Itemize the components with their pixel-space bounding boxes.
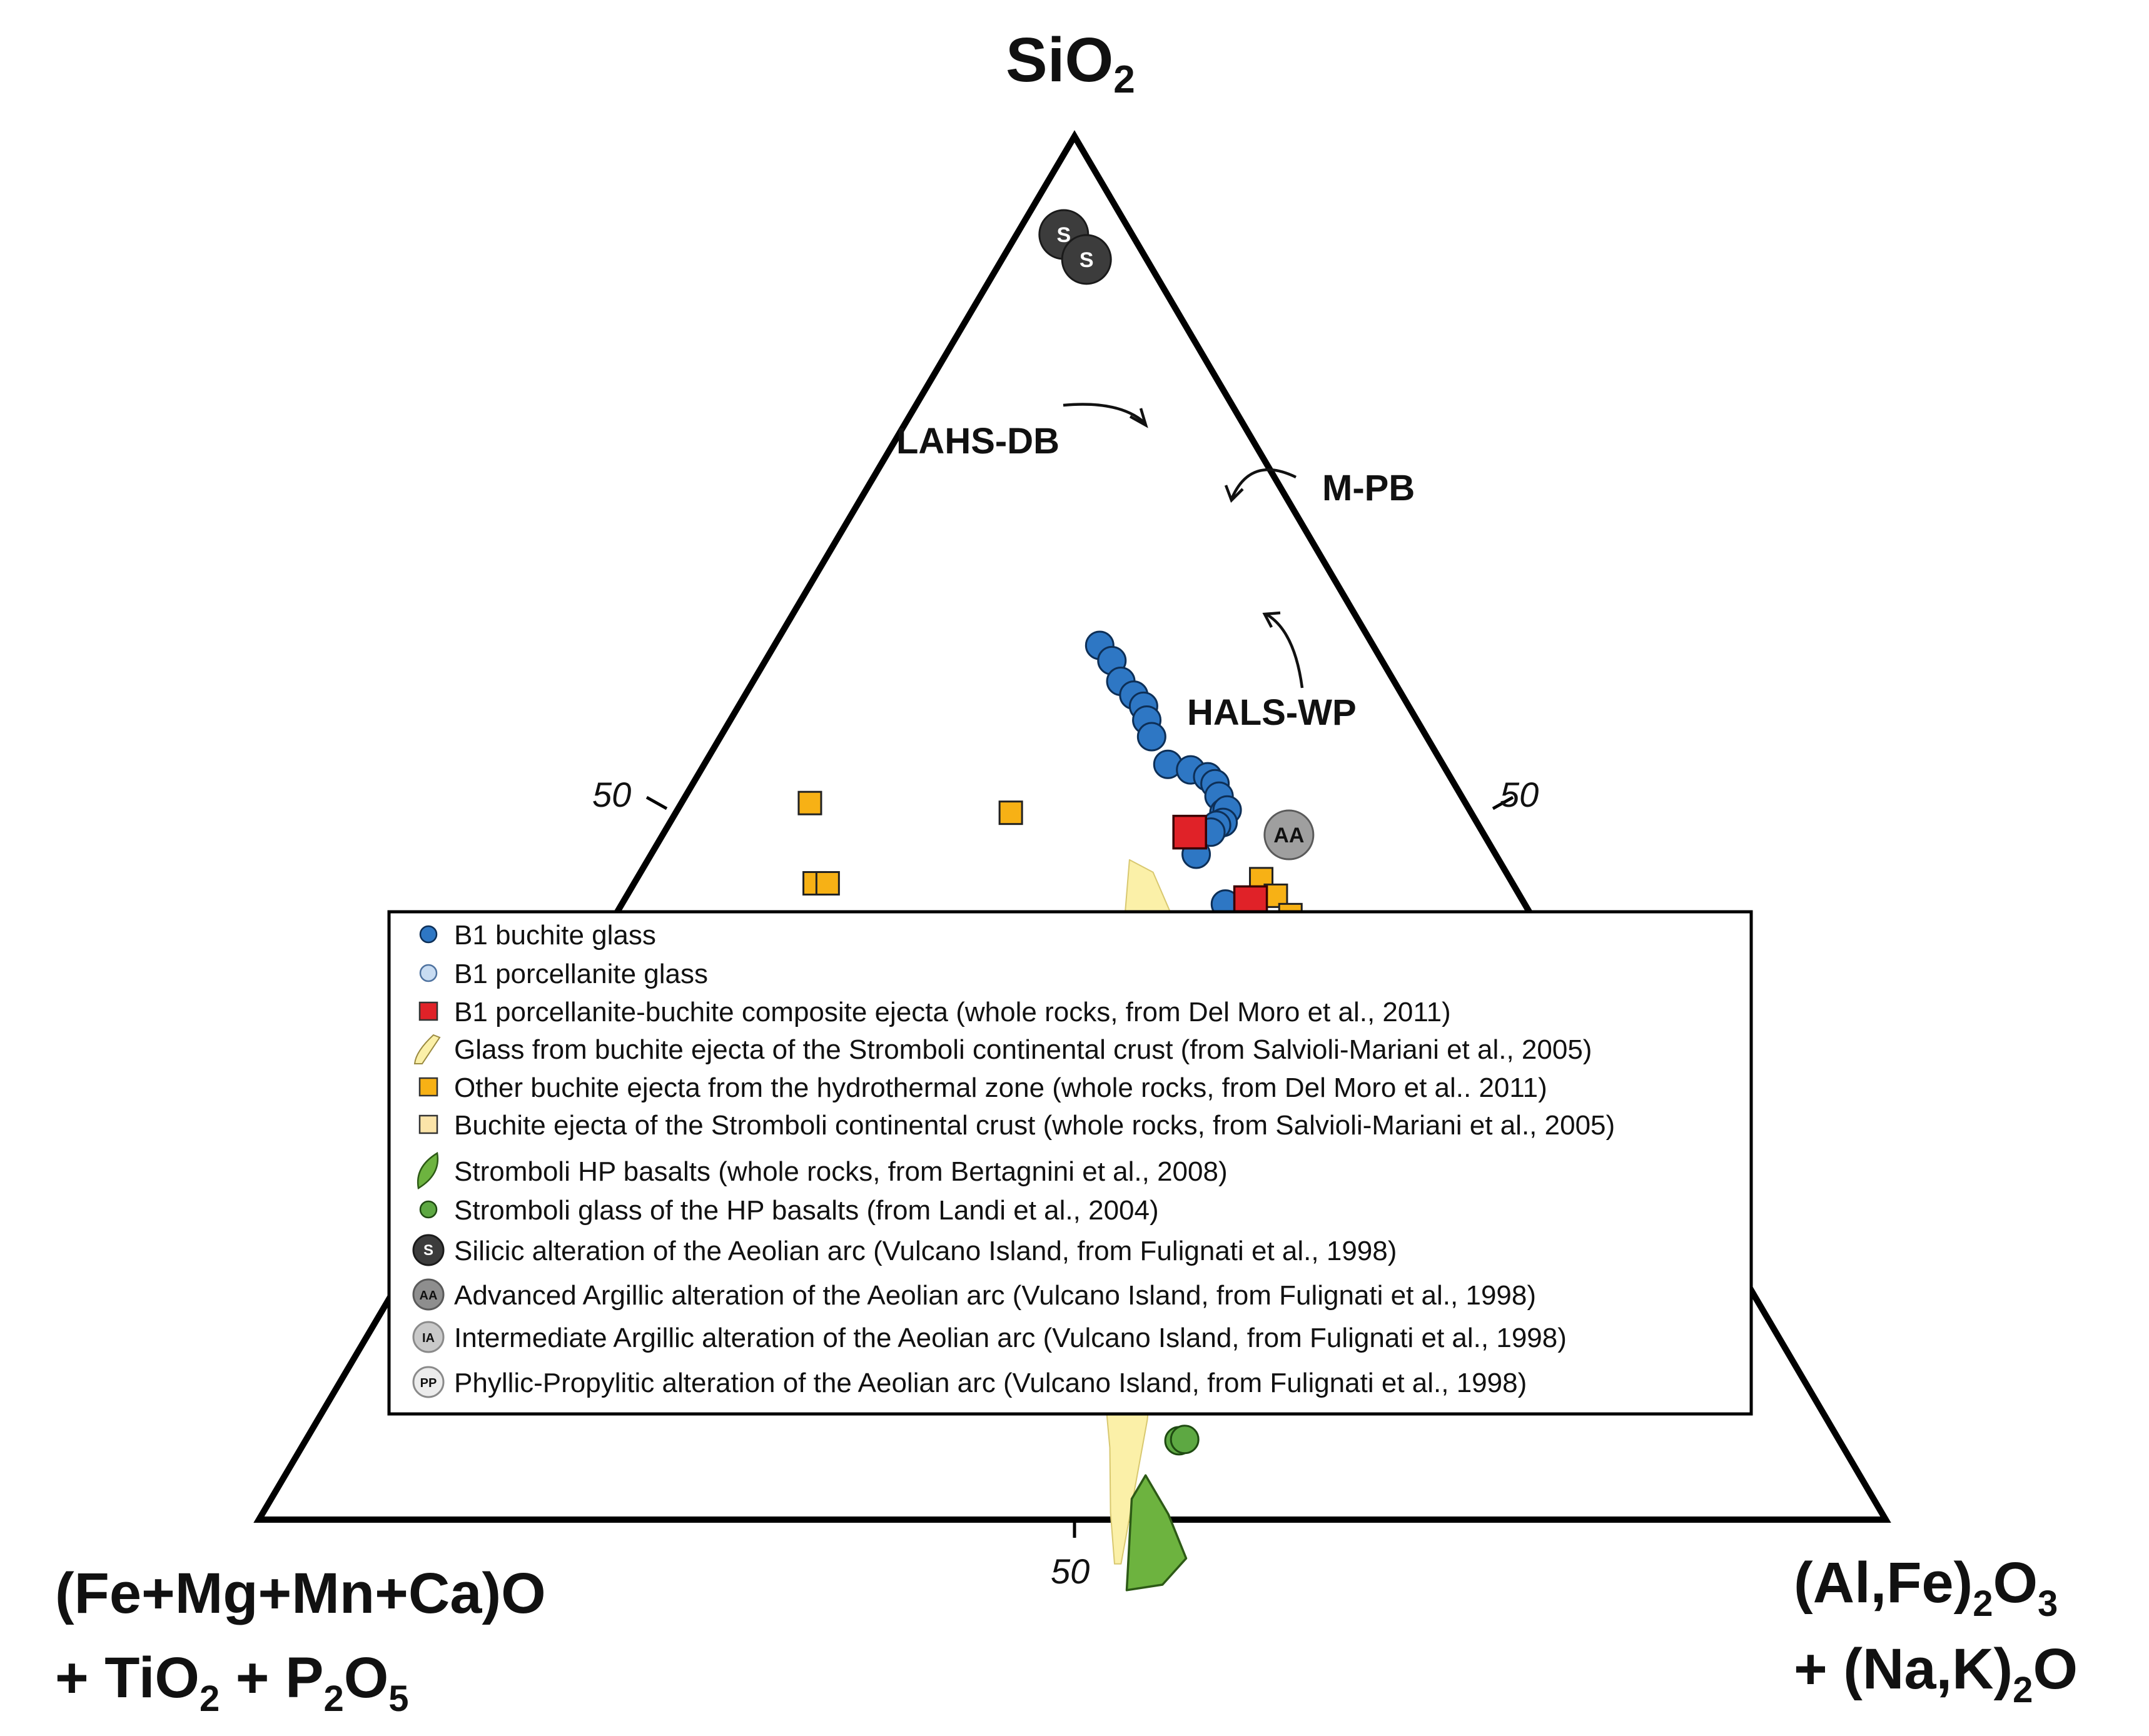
- annotation-m-pb: M-PB: [1322, 468, 1415, 508]
- legend-item-b1-buchite-label: B1 buchite glass: [454, 920, 656, 951]
- arrowhead-m-pb: [1224, 485, 1244, 503]
- arrow-m-pb: [1230, 468, 1297, 498]
- other-buchite-point-3: [815, 871, 840, 896]
- legend-item-b1-porcellanite-label: B1 porcellanite glass: [454, 959, 708, 989]
- legend-item-int-argillic-label: Intermediate Argillic alteration of the …: [454, 1323, 1567, 1353]
- ternary-frame: [253, 130, 1891, 1523]
- left-tick-mark: [645, 795, 668, 810]
- legend-item-b1-porcellanite: B1 porcellanite glass: [419, 959, 708, 989]
- tick-label-right: 50: [1500, 775, 1539, 814]
- adv-argillic-point-1-label: AA: [1273, 824, 1304, 847]
- right-tick-mark: [1492, 795, 1514, 810]
- vertex-label-left-line2: + TiO2 + P2O5: [55, 1646, 409, 1719]
- composite-point-1: [1172, 814, 1207, 850]
- adv-argillic-point-1: AA: [1263, 809, 1315, 860]
- legend-item-int-argillic-marker: [412, 1321, 445, 1353]
- arrowhead-hals-wp: [1262, 611, 1281, 628]
- legend-item-other-buchite-label: Other buchite ejecta from the hydrotherm…: [454, 1072, 1547, 1103]
- legend-item-glass-field: Glass from buchite ejecta of the Strombo…: [413, 1034, 1592, 1065]
- b1-buchite-point-7: [1136, 722, 1166, 752]
- legend-item-b1-buchite-marker: [419, 925, 438, 944]
- legend-item-b1-porcellanite-marker: [419, 964, 438, 982]
- legend-item-adv-argillic-marker: [412, 1278, 445, 1311]
- legend-item-glass-field-marker: [413, 1034, 441, 1064]
- legend-item-int-argillic: IA Intermediate Argillic alteration of th…: [412, 1321, 1567, 1353]
- legend-item-other-buchite: Other buchite ejecta from the hydrotherm…: [418, 1072, 1547, 1103]
- vertex-label-right-line1: (Al,Fe)2O3: [1794, 1551, 2058, 1624]
- adv-argillic-point-1-disc: [1263, 809, 1315, 860]
- legend-item-silicic-marker: [412, 1234, 445, 1266]
- annotation-arrows: [1063, 403, 1304, 689]
- tick-marks: [645, 795, 1514, 1538]
- legend-item-composite-label: B1 porcellanite-buchite composite ejecta…: [454, 997, 1451, 1027]
- arrowhead-lahs-db: [1129, 408, 1148, 428]
- legend-box: [387, 910, 1753, 1416]
- arrow-lahs-db: [1063, 403, 1146, 424]
- legend-item-hp-glass-label: Stromboli glass of the HP basalts (from …: [454, 1195, 1159, 1226]
- hp-glass-point-2: [1170, 1425, 1200, 1455]
- legend-item-glass-field-label: Glass from buchite ejecta of the Strombo…: [454, 1034, 1592, 1065]
- legend-item-phyllic-badge: PP: [420, 1376, 437, 1390]
- silicic-point-2-label: S: [1080, 248, 1094, 272]
- vertex-label-left-line1: (Fe+Mg+Mn+Ca)O: [55, 1562, 546, 1625]
- tick-label-bottom: 50: [1051, 1552, 1090, 1591]
- legend-item-silicic-label: Silicic alteration of the Aeolian arc (V…: [454, 1236, 1397, 1266]
- legend-item-adv-argillic-label: Advanced Argillic alteration of the Aeol…: [454, 1280, 1536, 1311]
- legend-item-stromboli-buchite: Buchite ejecta of the Stromboli continen…: [418, 1110, 1615, 1141]
- legend-item-phyllic-marker: [412, 1366, 445, 1398]
- legend-item-phyllic: PP Phyllic-Propylitic alteration of the A…: [412, 1366, 1527, 1398]
- silicic-point-2: S: [1061, 234, 1112, 285]
- legend-item-hp-glass: Stromboli glass of the HP basalts (from …: [419, 1195, 1159, 1226]
- annotation-lahs-db: LAHS-DB: [896, 421, 1059, 462]
- legend-item-int-argillic-badge: IA: [422, 1331, 435, 1345]
- legend-item-hp-basalt-field: Stromboli HP basalts (whole rocks, from …: [417, 1151, 1228, 1190]
- other-buchite-point-4: [998, 800, 1023, 825]
- legend-item-hp-basalt-field-marker: [417, 1151, 439, 1190]
- tick-label-left: 50: [592, 775, 631, 814]
- legend-item-silicic-badge: S: [423, 1242, 433, 1259]
- legend-item-adv-argillic-badge: AA: [420, 1289, 438, 1303]
- silicic-point-1-label: S: [1057, 223, 1071, 247]
- legend: B1 buchite glass B1 porcellanite glass B1 …: [387, 910, 1753, 1416]
- hp-basalt-field: [1125, 1474, 1188, 1592]
- legend-item-hp-basalt-field-label: Stromboli HP basalts (whole rocks, from …: [454, 1156, 1228, 1187]
- legend-item-hp-glass-marker: [419, 1200, 438, 1219]
- legend-item-composite-marker: [418, 1001, 438, 1021]
- vertex-label-right-line2: + (Na,K)2O: [1794, 1637, 2078, 1710]
- legend-item-phyllic-label: Phyllic-Propylitic alteration of the Aeo…: [454, 1368, 1527, 1398]
- legend-item-silicic: S Silicic alteration of the Aeolian arc (…: [412, 1234, 1397, 1266]
- annotation-hals-wp: HALS-WP: [1187, 692, 1357, 733]
- vertex-label-sio2: SiO2: [1006, 25, 1135, 101]
- legend-item-composite: B1 porcellanite-buchite composite ejecta…: [418, 997, 1451, 1027]
- silicic-point-2-disc: [1061, 234, 1112, 285]
- arrow-hals-wp: [1266, 613, 1304, 689]
- legend-item-adv-argillic: AA Advanced Argillic alteration of the Ae…: [412, 1278, 1536, 1311]
- other-buchite-point-1: [797, 790, 822, 815]
- legend-item-b1-buchite: B1 buchite glass: [419, 920, 656, 951]
- legend-item-stromboli-buchite-label: Buchite ejecta of the Stromboli continen…: [454, 1110, 1615, 1141]
- legend-item-other-buchite-marker: [418, 1077, 438, 1097]
- legend-item-stromboli-buchite-marker: [418, 1114, 438, 1134]
